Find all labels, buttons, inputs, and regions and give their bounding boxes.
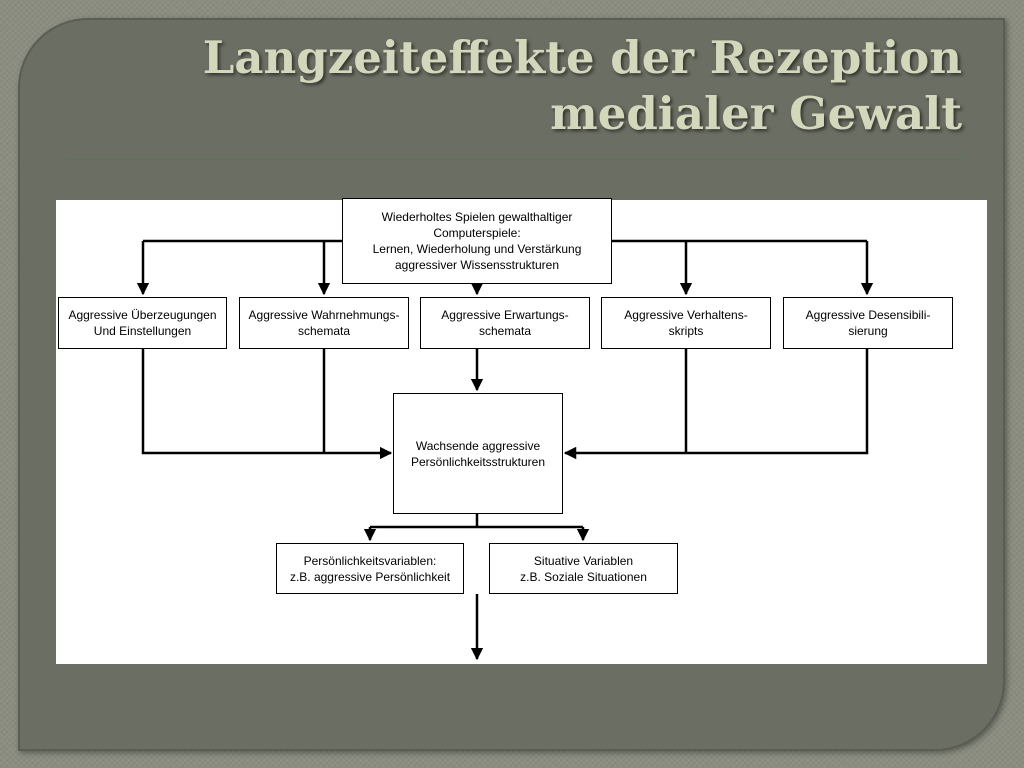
source-line-4: aggressiver Wissensstrukturen (394, 258, 560, 272)
box-verhaltensskripts: Aggressive Verhaltens- skripts (601, 297, 771, 349)
box-desensibilisierung: Aggressive Desensibili- sierung (783, 297, 953, 349)
box-erwartungsschemata: Aggressive Erwartungs- schemata (420, 297, 590, 349)
connector-right-merge (563, 349, 869, 460)
box-situative-variablen: Situative Variablen z.B. Soziale Situati… (489, 543, 678, 594)
box-ueberzeugungen-line-1: Aggressive Überzeugungen (68, 308, 217, 322)
box-desensibilisierung-line-1: Aggressive Desensibili- (805, 308, 931, 322)
diagram-panel: Wiederholtes Spielen gewalthaltiger Comp… (56, 198, 987, 664)
source-box: Wiederholtes Spielen gewalthaltiger Comp… (342, 198, 612, 284)
center-box: Wachsende aggressive Persönlichkeitsstru… (393, 393, 563, 514)
source-line-2: Computerspiele: (433, 226, 521, 240)
box-wahrnehmungsschemata-line-2: schemata (297, 324, 351, 338)
box-erwartungsschemata-line-1: Aggressive Erwartungs- (441, 308, 569, 322)
slide-title: Langzeiteffekte der Rezeption medialer G… (62, 30, 962, 142)
box-wahrnehmungsschemata: Aggressive Wahrnehmungs- schemata (239, 297, 409, 349)
source-line-3: Lernen, Wiederholung und Verstärkung (372, 242, 582, 256)
title-line-2: medialer Gewalt (550, 87, 962, 140)
box-situative-variablen-line-2: z.B. Soziale Situationen (520, 569, 647, 584)
box-persoenlichkeitsvariablen-line-2: z.B. aggressive Persönlichkeit (289, 569, 451, 584)
connector-left-merge (141, 349, 393, 460)
box-ueberzeugungen-line-2: Und Einstellungen (93, 324, 192, 338)
box-persoenlichkeitsvariablen-line-1: Persönlichkeitsvariablen: (303, 553, 437, 568)
box-ueberzeugungen: Aggressive Überzeugungen Und Einstellung… (58, 297, 227, 349)
source-line-1: Wiederholtes Spielen gewalthaltiger (381, 210, 573, 224)
box-persoenlichkeitsvariablen: Persönlichkeitsvariablen: z.B. aggressiv… (276, 543, 464, 594)
box-verhaltensskripts-line-1: Aggressive Verhaltens- (624, 308, 748, 322)
title-line-1: Langzeiteffekte der Rezeption (202, 31, 962, 84)
center-line-2: Persönlichkeitsstrukturen (410, 454, 546, 469)
center-line-1: Wachsende aggressive (415, 438, 541, 453)
connector-layer (136, 239, 874, 661)
title-divider (66, 159, 963, 160)
box-verhaltensskripts-line-2: skripts (668, 324, 704, 338)
box-desensibilisierung-line-2: sierung (848, 324, 888, 338)
box-situative-variablen-line-1: Situative Variablen (533, 553, 634, 568)
box-erwartungsschemata-line-2: schemata (478, 324, 532, 338)
box-wahrnehmungsschemata-line-1: Aggressive Wahrnehmungs- (248, 308, 400, 322)
